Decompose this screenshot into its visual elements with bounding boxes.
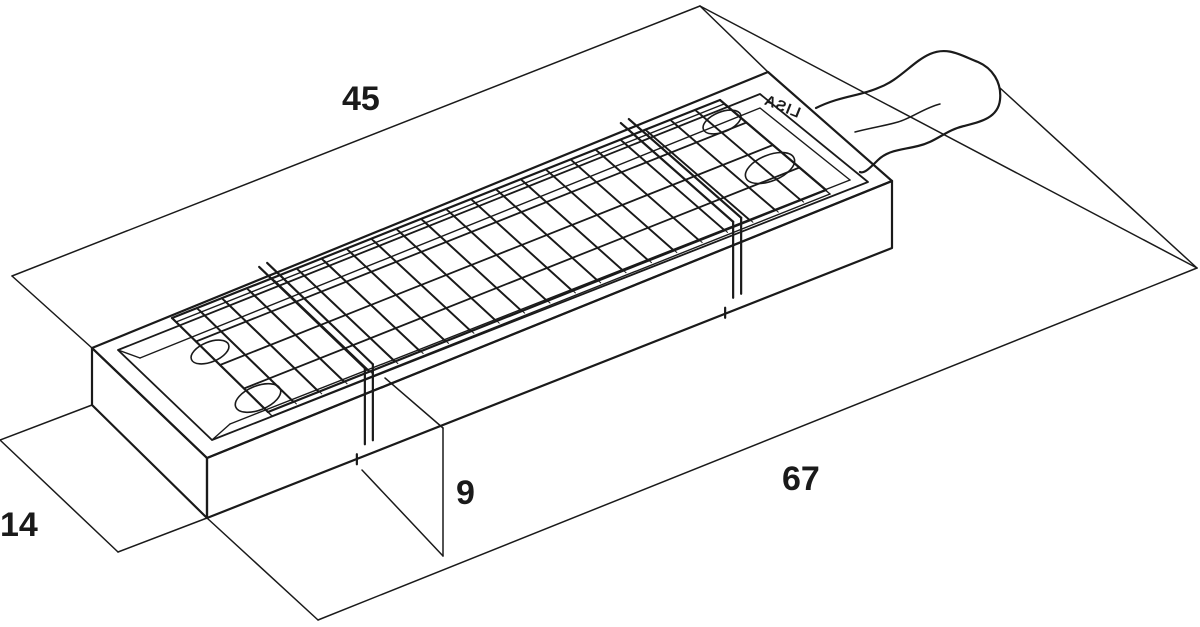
dimension-height-label: 9 (456, 474, 475, 512)
grate-long-wire (195, 121, 748, 343)
grate-clamp-band (619, 121, 735, 223)
grate-cross-wire (622, 141, 729, 233)
grate-clamp-band (258, 265, 366, 370)
grate-cross-wire (249, 289, 348, 385)
grate-cross-wire (323, 260, 424, 354)
grate-long-wire (243, 166, 801, 390)
wire-grate (170, 98, 831, 466)
grate-cross-wire (199, 309, 297, 405)
grate-cross-wire (423, 220, 526, 314)
tray-top-rim (90, 70, 894, 460)
grate-cross-wire (597, 151, 703, 243)
grate-clamp-band (266, 261, 374, 366)
dimension-length-label: 45 (342, 80, 380, 118)
grate-cross-wire (498, 190, 602, 284)
dimension-lines (0, 5, 1198, 621)
dimension-depth-label: 14 (0, 506, 38, 544)
grate-cross-wire (697, 111, 805, 203)
grill-tray (90, 70, 894, 520)
grate-cross-wire (672, 121, 779, 213)
tray-left-face (90, 346, 209, 520)
grate-long-wire (219, 144, 774, 366)
grill-handle (814, 49, 1002, 174)
grate-cross-wire (473, 200, 576, 294)
grate-cross-wire (348, 250, 450, 344)
grate-cross-wire (224, 299, 323, 395)
grate-cross-wire (548, 170, 652, 264)
vent-hole-right (744, 151, 796, 185)
grate-cross-wire (523, 180, 627, 274)
grate-cross-wire (448, 210, 551, 304)
dimension-overall-length-label: 67 (782, 460, 820, 498)
grate-frame-wire (723, 103, 831, 195)
grate-cross-wire (573, 160, 678, 254)
grate-cross-wire (398, 230, 500, 324)
grate-clamp-band (627, 117, 743, 219)
grate-cross-wire (299, 269, 399, 365)
grate-cross-wire (647, 131, 754, 223)
vent-hole-left-top (190, 339, 230, 365)
grate-frame-wire (175, 321, 273, 417)
grate-cross-wire (373, 240, 475, 334)
tray-inner-well (117, 93, 869, 441)
